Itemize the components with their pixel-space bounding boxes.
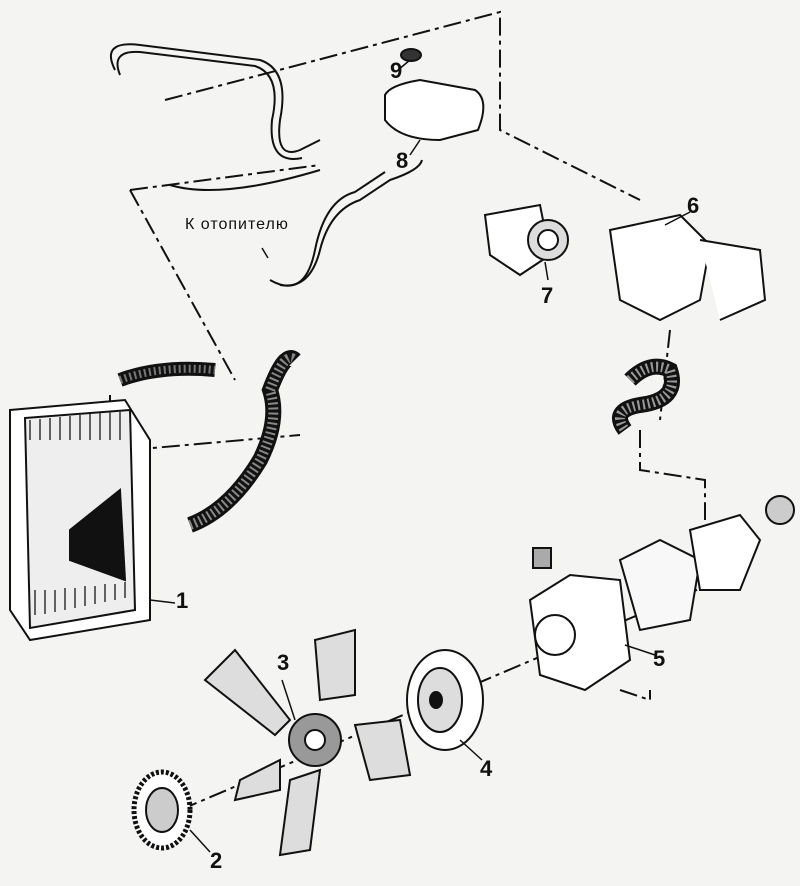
fan [203,628,412,857]
callout-3-fan: 3 [277,650,290,675]
callout-6-thermostat-housing: 6 [687,193,700,218]
water-pump [528,495,795,692]
callout-2-sprocket: 2 [210,848,223,873]
heater-direction-label: К отопителю [185,216,289,233]
callout-1-radiator: 1 [176,588,189,613]
pulley [406,649,484,751]
callout-9-tank-cap: 9 [390,58,403,83]
radiator [9,398,151,642]
thermostat-housing [483,203,767,322]
callout-7-thermostat: 7 [541,283,554,308]
sprocket [131,769,193,851]
callout-8-expansion-tank: 8 [396,148,409,173]
callout-5-water-pump: 5 [653,646,666,671]
expansion-tank [384,48,485,142]
hoses [109,43,680,533]
callout-4-pulley: 4 [480,756,493,781]
